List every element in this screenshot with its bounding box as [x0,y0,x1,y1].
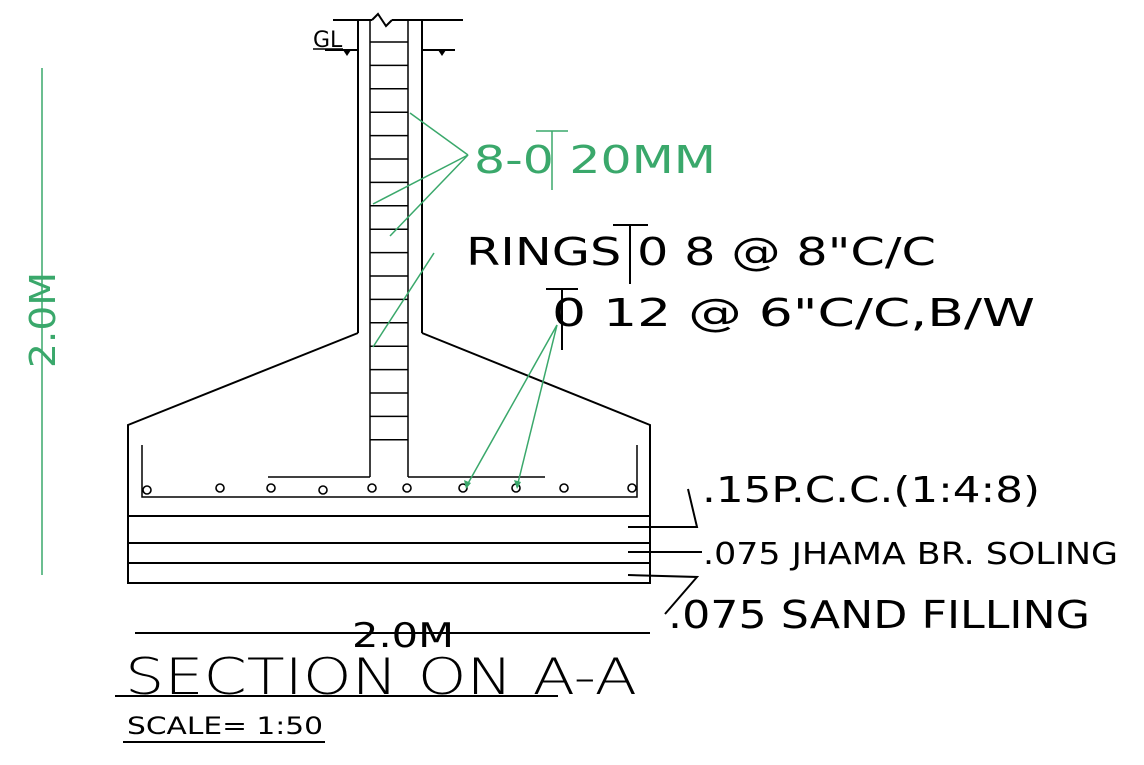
bottom-bar [266,483,276,493]
height-dimension: 2.0M [23,68,64,575]
sand-annotation: .075 SAND FILLING [627,574,1090,637]
rings-annotation: RINGS 0 8 @ 8"C/C [466,224,936,284]
width-dimension: 2.0M [135,616,650,656]
title-block: SECTION ON A-A SCALE= 1:50 [115,648,637,743]
bottom-bar [402,483,412,493]
base-reinforcement [141,445,638,498]
main-bars-annotation: 8-0 20MM [474,130,716,190]
pcc-label: .15P.C.C.(1:4:8) [702,470,1040,511]
footing-outline [127,20,651,584]
ground-level-line: GL [313,12,463,56]
bottom-bar-row [142,483,637,495]
soling-label: .075 JHAMA BR. SOLING [703,537,1118,572]
bottom-bar [559,483,569,493]
pcc-annotation: .15P.C.C.(1:4:8) [628,470,1040,528]
bottom-bar [142,485,152,495]
column-reinforcement-cage [369,20,409,477]
leader-lines [372,112,558,489]
main-bars-label: 8-0 20MM [474,138,716,182]
scale-label: SCALE= 1:50 [127,712,323,740]
base-bars-label: 0 12 @ 6"C/C,B/W [552,291,1035,335]
gl-marker-left-icon [343,50,351,56]
width-dimension-label: 2.0M [352,616,454,656]
bottom-bar [367,483,377,493]
section-title: SECTION ON A-A [125,648,637,706]
sand-label: .075 SAND FILLING [668,593,1090,637]
height-dimension-label: 2.0M [23,272,64,368]
bottom-bar [215,483,225,493]
gl-marker-right-icon [438,50,446,56]
rings-label: RINGS 0 8 @ 8"C/C [466,230,936,274]
soling-annotation: .075 JHAMA BR. SOLING [628,537,1118,572]
base-bars-annotation: 0 12 @ 6"C/C,B/W [546,288,1035,350]
bottom-bar [458,483,468,493]
bottom-bar [318,485,328,495]
bottom-bar [627,483,637,493]
